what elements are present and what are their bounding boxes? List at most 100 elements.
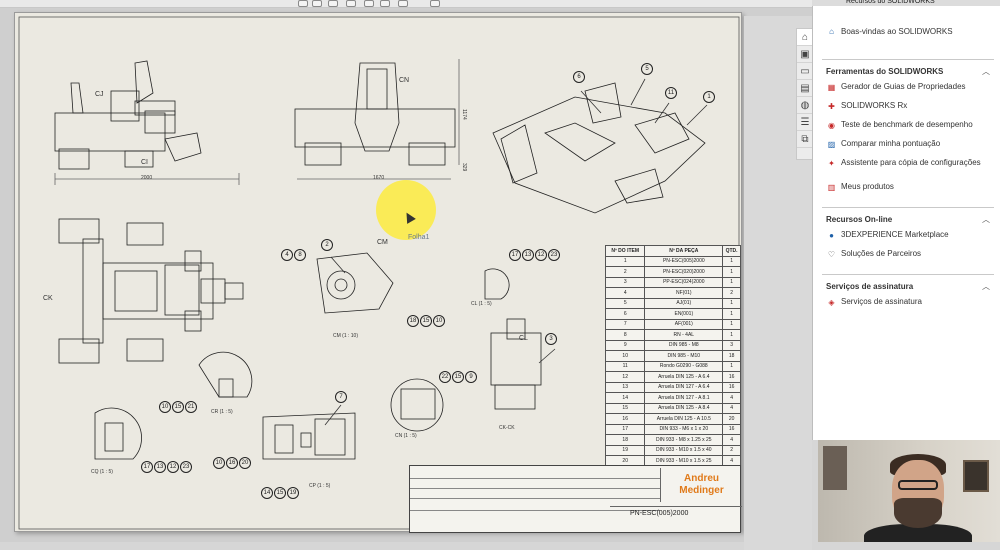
balloon[interactable]: 13 bbox=[522, 249, 534, 261]
balloon[interactable]: 15 bbox=[274, 487, 286, 499]
bom-cell: Arruela DIN 125 - A 8.4 bbox=[644, 402, 724, 414]
toolbar-icon[interactable] bbox=[380, 0, 390, 7]
webcam-overlay bbox=[818, 440, 1000, 542]
balloon[interactable]: 6 bbox=[573, 71, 585, 83]
balloon[interactable]: 12 bbox=[167, 461, 179, 473]
balloon[interactable]: 10 bbox=[213, 457, 225, 469]
subscription-item-services[interactable]: ◈ Serviços de assinatura bbox=[822, 297, 994, 316]
balloon[interactable]: 13 bbox=[154, 461, 166, 473]
toolbar-icon[interactable] bbox=[328, 0, 338, 7]
custom-properties-icon[interactable]: ⧉ bbox=[797, 131, 813, 148]
home-icon[interactable]: ⌂ bbox=[797, 29, 813, 46]
view-caption-cl: CL (1 : 5) bbox=[471, 301, 492, 307]
toolbar-icon[interactable] bbox=[312, 0, 322, 7]
bom-cell: 13 bbox=[604, 381, 646, 393]
toolbar-icon[interactable] bbox=[430, 0, 440, 7]
drawing-sheet[interactable]: 2000 1670 1174 329 CJ CI CN CM CK CL CM … bbox=[14, 12, 742, 533]
balloon[interactable]: 3 bbox=[545, 333, 557, 345]
bom-cell: Arruela DIN 127 - A 6.4 bbox=[644, 381, 724, 393]
balloon[interactable]: 11 bbox=[665, 87, 677, 99]
balloon[interactable]: 20 bbox=[239, 457, 251, 469]
balloon[interactable]: 9 bbox=[465, 371, 477, 383]
tool-item-solidworks-rx[interactable]: ✚ SOLIDWORKS Rx bbox=[822, 101, 994, 120]
folder-icon[interactable]: ▭ bbox=[797, 63, 813, 80]
balloon[interactable]: 12 bbox=[535, 249, 547, 261]
balloon[interactable]: 17 bbox=[141, 461, 153, 473]
tool-item-compare-score[interactable]: ▨ Comparar minha pontuação bbox=[822, 139, 994, 158]
balloon[interactable]: 4 bbox=[281, 249, 293, 261]
balloon[interactable]: 15 bbox=[420, 315, 432, 327]
balloon[interactable]: 8 bbox=[294, 249, 306, 261]
balloon[interactable]: 18 bbox=[407, 315, 419, 327]
welcome-link[interactable]: ⌂ Boas-vindas ao SOLIDWORKS bbox=[826, 26, 994, 37]
balloon[interactable]: 7 bbox=[335, 391, 347, 403]
property-tab-builder-icon: ▦ bbox=[827, 82, 836, 92]
view-palette-icon[interactable]: ☰ bbox=[797, 114, 813, 131]
balloon[interactable]: 15 bbox=[172, 401, 184, 413]
balloon[interactable]: 23 bbox=[548, 249, 560, 261]
bom-cell: 14 bbox=[604, 392, 646, 404]
balloon[interactable]: 5 bbox=[641, 63, 653, 75]
balloon[interactable]: 16 bbox=[226, 457, 238, 469]
balloon[interactable]: 2 bbox=[321, 239, 333, 251]
toolbar-icon[interactable] bbox=[364, 0, 374, 7]
chevron-up-icon[interactable]: ︿ bbox=[982, 215, 990, 224]
balloon[interactable]: 10 bbox=[159, 401, 171, 413]
bom-cell: DIN 933 - M8 x 1.25 x 25 bbox=[644, 434, 724, 446]
item-label: SOLIDWORKS Rx bbox=[841, 101, 908, 110]
tool-item-my-products[interactable]: ▥ Meus produtos bbox=[822, 182, 994, 201]
balloon[interactable]: 15 bbox=[452, 371, 464, 383]
bom-cell: RN - 4AL bbox=[644, 329, 724, 341]
chevron-up-icon[interactable]: ︿ bbox=[982, 67, 990, 76]
toolbar-icon[interactable] bbox=[346, 0, 356, 7]
tool-item-property-tab-builder[interactable]: ▦ Gerador de Guias de Propriedades bbox=[822, 82, 994, 101]
section-header[interactable]: Ferramentas do SOLIDWORKS ︿ bbox=[822, 66, 994, 77]
section-header[interactable]: Serviços de assinatura ︿ bbox=[822, 281, 994, 292]
balloon[interactable]: 23 bbox=[180, 461, 192, 473]
bom-cell: 15 bbox=[604, 402, 646, 414]
online-item-marketplace[interactable]: ● 3DEXPERIENCE Marketplace bbox=[822, 230, 994, 249]
toolbar-icon[interactable] bbox=[298, 0, 308, 7]
title-block-author: Andreu Medinger bbox=[660, 468, 742, 502]
view-caption-cp: CP (1 : 5) bbox=[309, 483, 331, 489]
appearance-icon[interactable]: ◍ bbox=[797, 97, 813, 114]
view-label-cl: CL bbox=[519, 335, 528, 342]
section-header[interactable]: Recursos On-line ︿ bbox=[822, 214, 994, 225]
parts-icon[interactable]: ▣ bbox=[797, 46, 813, 63]
balloon[interactable]: 21 bbox=[185, 401, 197, 413]
chevron-up-icon[interactable]: ︿ bbox=[982, 282, 990, 291]
toolbar-icon[interactable] bbox=[398, 0, 408, 7]
balloon[interactable]: 14 bbox=[261, 487, 273, 499]
tool-item-copy-settings[interactable]: ✦ Assistente para cópia de configurações bbox=[822, 158, 994, 182]
tool-item-benchmark[interactable]: ◉ Teste de benchmark de desempenho bbox=[822, 120, 994, 139]
balloon[interactable]: 17 bbox=[509, 249, 521, 261]
title-block[interactable]: Andreu Medinger PN-ESC(005)2000 bbox=[409, 465, 742, 533]
online-item-partners[interactable]: ♡ Soluções de Parceiros bbox=[822, 249, 994, 268]
balloon[interactable]: 22 bbox=[439, 371, 451, 383]
palette-icon[interactable]: ▤ bbox=[797, 80, 813, 97]
balloon[interactable]: 10 bbox=[433, 315, 445, 327]
balloon[interactable]: 1 bbox=[703, 91, 715, 103]
balloon[interactable]: 19 bbox=[287, 487, 299, 499]
drawing-viewport[interactable]: 2000 1670 1174 329 CJ CI CN CM CK CL CM … bbox=[0, 8, 812, 550]
